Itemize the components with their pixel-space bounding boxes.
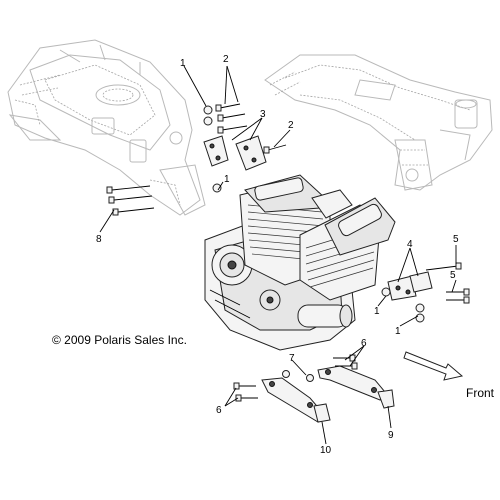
callout-5: 5 xyxy=(450,270,456,281)
left-long-bolts xyxy=(106,185,155,216)
callout-2: 2 xyxy=(288,120,294,131)
lower-bolts xyxy=(233,354,358,402)
callout-9: 9 xyxy=(388,430,394,441)
callout-6: 6 xyxy=(216,405,222,416)
callout-2: 2 xyxy=(223,54,229,65)
callout-labels: 1 2 3 2 1 8 4 5 5 1 1 6 7 6 9 10 xyxy=(96,54,459,456)
callout-4: 4 xyxy=(407,239,413,250)
callout-3: 3 xyxy=(260,109,266,120)
front-arrow xyxy=(403,351,464,381)
left-frame xyxy=(7,39,206,216)
mount-plates xyxy=(203,135,267,171)
callout-6: 6 xyxy=(361,338,367,349)
engine-assembly xyxy=(204,174,396,351)
callout-1: 1 xyxy=(180,58,186,69)
callout-1: 1 xyxy=(395,326,401,337)
lower-brackets xyxy=(261,365,395,423)
callout-1: 1 xyxy=(374,306,380,317)
callout-10: 10 xyxy=(320,445,332,456)
right-mount-hardware xyxy=(381,262,470,323)
leader-lines xyxy=(99,65,457,445)
callout-8: 8 xyxy=(96,234,102,245)
right-frame xyxy=(264,54,493,191)
front-label: Front xyxy=(466,386,495,400)
copyright-text: © 2009 Polaris Sales Inc. xyxy=(52,333,187,347)
upper-bolts xyxy=(203,103,287,193)
callout-1: 1 xyxy=(224,174,230,185)
callout-5: 5 xyxy=(453,234,459,245)
callout-7: 7 xyxy=(289,353,295,364)
